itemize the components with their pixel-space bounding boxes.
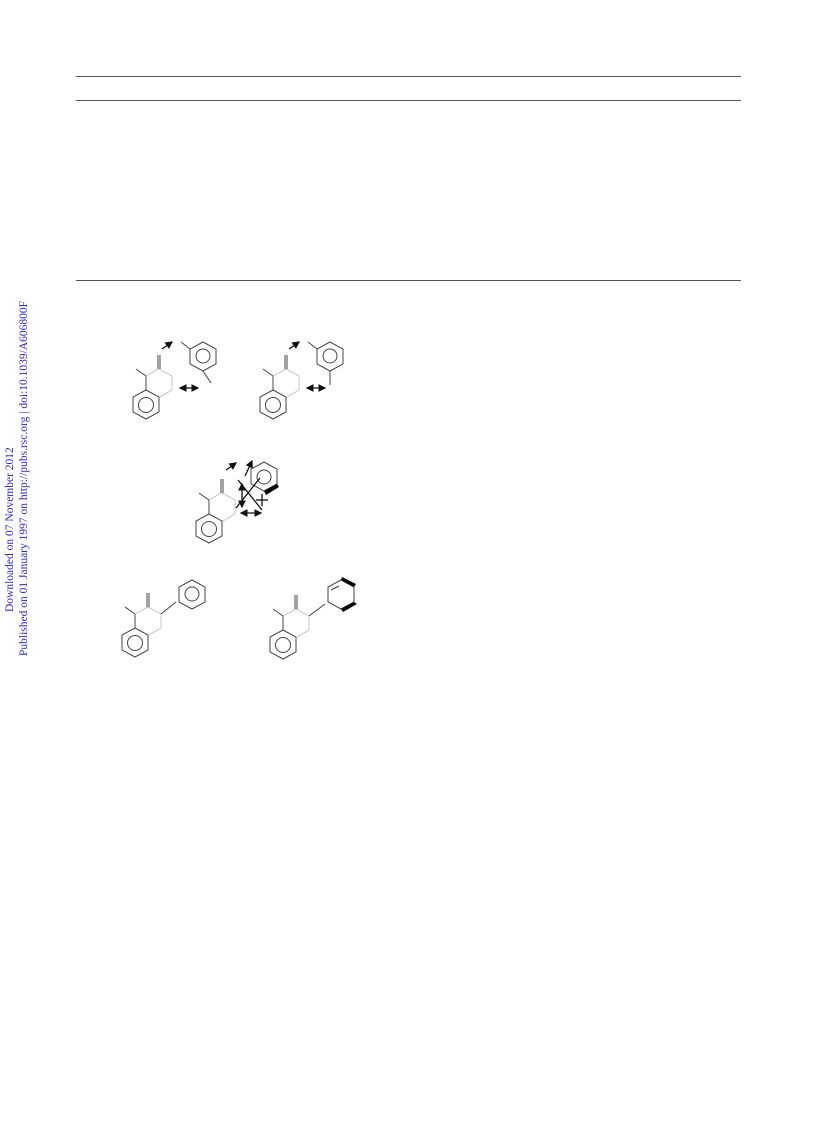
structure-c [195,459,279,544]
table-top-rule [76,76,741,77]
structure-a [132,341,217,420]
table-header-rule [76,100,741,101]
structure-e [269,577,357,660]
structure-d [121,579,206,658]
table-bottom-rule [76,280,741,281]
structure-b [259,341,344,420]
